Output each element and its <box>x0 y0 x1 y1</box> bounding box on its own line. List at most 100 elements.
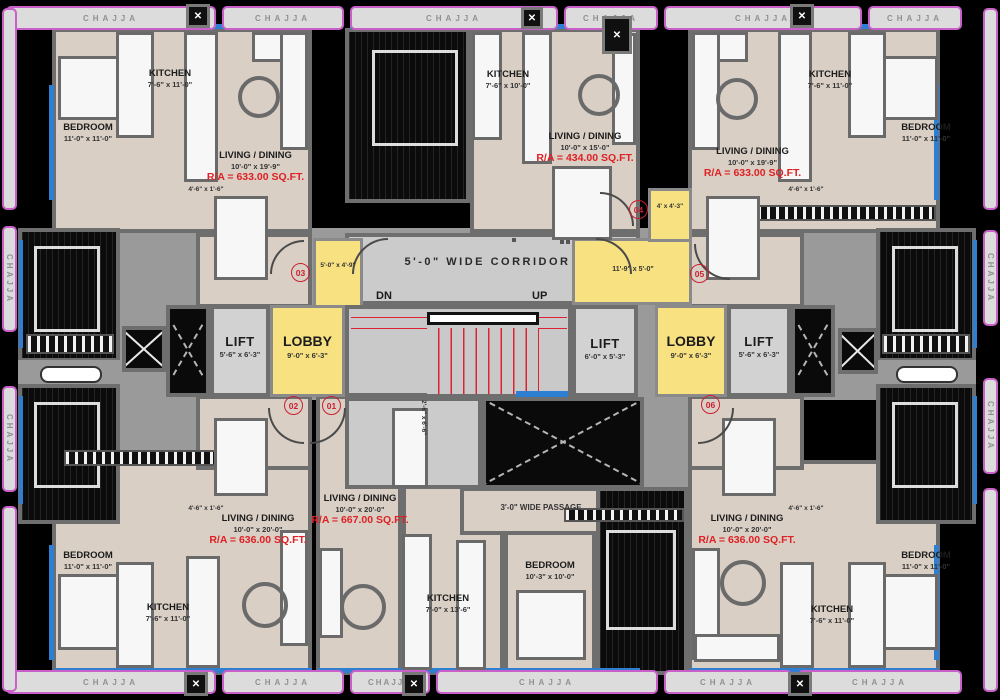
bed-icon <box>892 402 958 488</box>
round-chair-icon <box>720 560 766 606</box>
room-name: BEDROOM <box>525 560 575 571</box>
room-area: R/A = 667.00 SQ.FT. <box>311 514 409 527</box>
room-label-group: LIVING / DINING 10'-0" x 20'-0" R/A = 63… <box>193 513 323 547</box>
round-chair-icon <box>242 582 288 628</box>
bed-icon <box>516 590 586 660</box>
room-dims: 10'-0" x 20'-0" <box>722 524 772 534</box>
room-label-group: KITCHEN 7'-6" x 11'-0" <box>130 68 210 89</box>
lobby-left-room <box>270 305 345 397</box>
kitchen-counter <box>848 32 886 138</box>
round-chair-icon <box>238 76 280 118</box>
passage-dim-label: 5'-0" x 4'-9" <box>320 262 356 269</box>
kitchen-counter <box>472 32 502 140</box>
room-name: LIVING / DINING <box>221 513 295 524</box>
chajja-strip: CHAJJA <box>436 670 658 694</box>
room-dims: 11'-0" x 11'-0" <box>901 133 951 143</box>
right-balcony-table <box>896 366 958 383</box>
window <box>19 240 23 348</box>
room-label-group: LIVING / DINING 10'-0" x 19'-9" R/A = 63… <box>193 150 318 184</box>
window <box>19 396 23 504</box>
room-area: R/A = 434.00 SQ.FT. <box>536 152 634 165</box>
duct-x-icon: ✕ <box>402 672 426 696</box>
bed-icon <box>606 530 676 630</box>
shaft-right-tall <box>791 305 835 397</box>
lift-label: LIFT 5'-6" x 6'-3" <box>219 334 261 360</box>
room-area: R/A = 636.00 SQ.FT. <box>698 534 796 547</box>
door-dim-label: 4'-6" x 1'-6" <box>188 186 224 193</box>
entry-number-01: 01 <box>322 396 341 415</box>
passage-04-yellow <box>648 188 692 242</box>
side-dim-label: 2'-6" x 6'-6" <box>420 400 427 436</box>
chajja-strip: CHAJJA <box>664 670 792 694</box>
sofa-icon <box>694 634 780 662</box>
dining-table-icon <box>214 418 268 496</box>
room-name: LIVING / DINING <box>548 131 622 142</box>
chajja-strip-side <box>2 8 17 210</box>
round-chair-icon <box>340 584 386 630</box>
room-name: LIVING / DINING <box>323 493 397 504</box>
duct-x-icon: ✕ <box>186 4 210 28</box>
dining-table-icon <box>214 196 268 280</box>
lobby-right-room <box>655 305 727 397</box>
lift-left-room <box>210 305 270 397</box>
lift-label: LIFT 5'-6" x 6'-3" <box>738 334 780 360</box>
kitchen-counter <box>402 534 432 670</box>
room-dims: 10'-0" x 20'-0" <box>335 504 385 514</box>
chajja-strip: CHAJJA <box>6 670 216 694</box>
dining-table-icon <box>552 166 612 240</box>
stair-handrail <box>427 312 539 325</box>
chajja-strip: CHAJJA <box>222 670 344 694</box>
kitchen-counter <box>116 32 154 138</box>
room-name: KITCHEN <box>426 593 470 604</box>
stair-treads <box>427 328 539 394</box>
sofa-icon <box>280 530 308 646</box>
dark-bedroom-top-center <box>345 28 470 203</box>
room-name: KITCHEN <box>810 604 854 615</box>
dining-table-icon <box>706 196 760 280</box>
duct-x-icon: ✕ <box>788 672 812 696</box>
double-height-cutout <box>482 397 644 489</box>
room-name: BEDROOM <box>63 122 113 133</box>
chajja-strip-side <box>983 8 998 210</box>
bed-icon <box>34 402 100 488</box>
chajja-strip-side <box>2 506 17 692</box>
room-area: R/A = 633.00 SQ.FT. <box>206 171 305 184</box>
staircase <box>345 305 572 397</box>
lift-label: LIFT 6'-0" x 5'-3" <box>584 336 626 362</box>
wardrobe-icon <box>566 240 570 244</box>
lobby-label: LOBBY 9'-0" x 6'-3" <box>666 333 716 360</box>
chajja-strip: CHAJJA <box>798 670 962 694</box>
room-dims: 10'-0" x 19'-9" <box>230 161 281 171</box>
wardrobe-icon <box>512 238 516 242</box>
room-dims: 7'-6" x 11'-0" <box>147 79 193 89</box>
room-label-group: LIVING / DINING 10'-0" x 20'-0" R/A = 63… <box>682 513 812 547</box>
duct-x-icon: ✕ <box>184 672 208 696</box>
entry-number-04: 04 <box>629 200 648 219</box>
round-chair-icon <box>578 74 620 116</box>
window <box>973 396 977 504</box>
room-name: BEDROOM <box>901 550 951 561</box>
bed-icon <box>892 246 958 332</box>
passage-label: 3'-0" WIDE PASSAGE <box>500 503 582 512</box>
room-name: KITCHEN <box>808 69 852 80</box>
duct-x-icon: ✕ <box>790 4 814 28</box>
dining-table-icon <box>722 418 776 496</box>
chajja-strip-side: CHAJJA <box>983 378 998 474</box>
room-label-group: KITCHEN 7'-6" x 11'-0" <box>128 602 208 623</box>
kitchen-counter <box>184 32 218 182</box>
entry-number-06: 06 <box>701 395 720 414</box>
room-name: LIVING / DINING <box>219 150 292 161</box>
room-label-group: KITCHEN 7'-6" x 11'-0" <box>790 604 874 625</box>
window <box>934 85 939 200</box>
kitchen-counter <box>778 32 812 182</box>
room-dims: 7'-6" x 11'-0" <box>807 80 853 90</box>
entry-number-05: 05 <box>690 264 709 283</box>
shaft-left-small <box>122 326 166 372</box>
corridor-label: 5'-0" WIDE CORRIDOR <box>404 256 571 268</box>
room-area: R/A = 636.00 SQ.FT. <box>209 534 307 547</box>
sofa-icon <box>692 32 720 150</box>
stair-up-label: UP <box>532 290 548 302</box>
shaft-right-small <box>838 328 878 374</box>
dining-table-icon <box>392 408 428 488</box>
